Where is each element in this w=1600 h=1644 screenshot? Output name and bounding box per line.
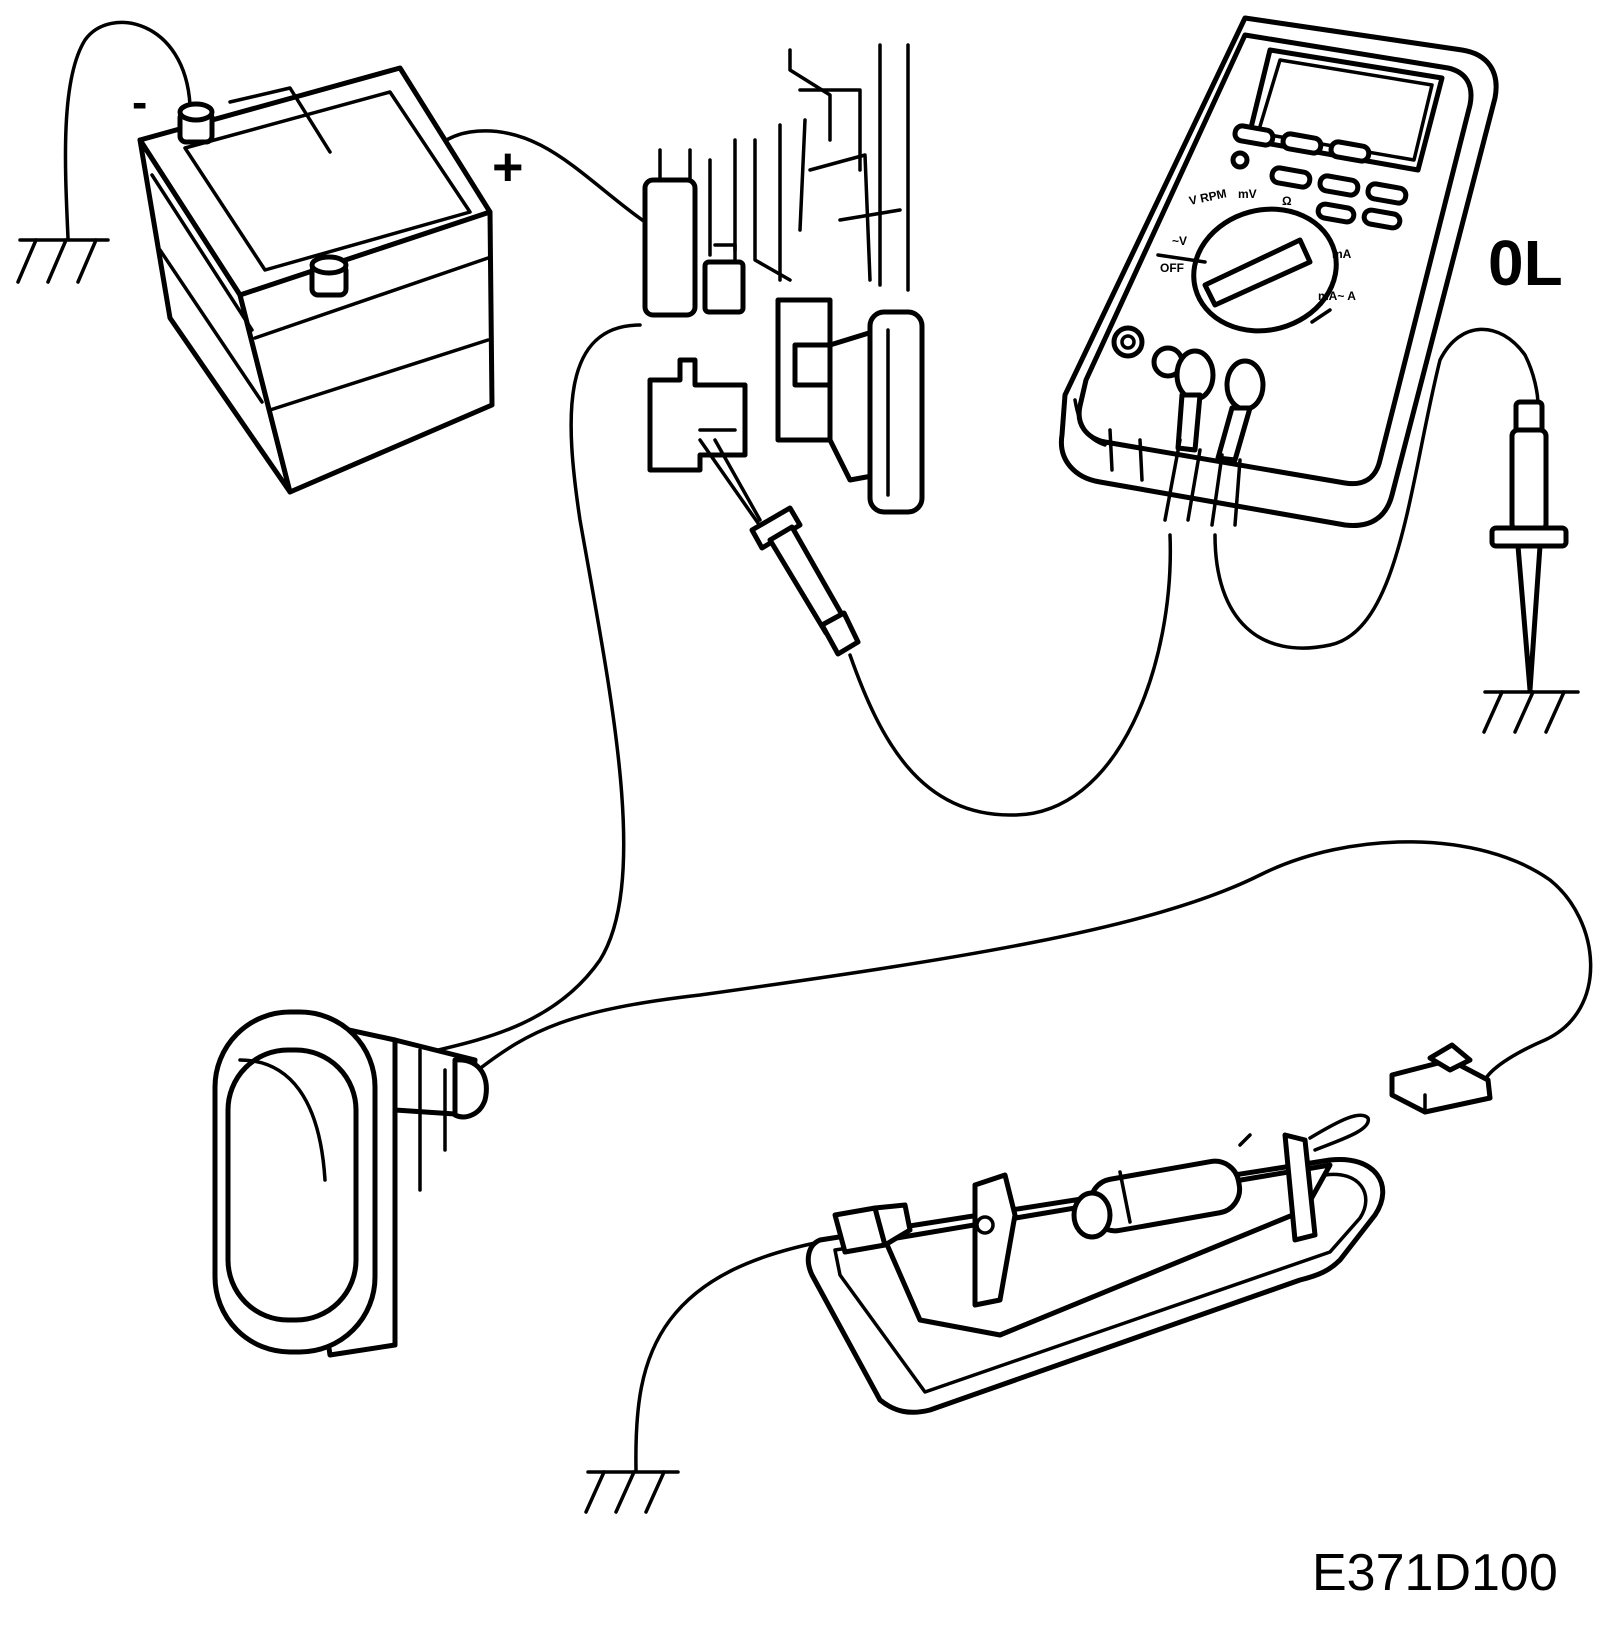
ground-symbol-lamp <box>584 1470 680 1514</box>
dial-mark-mv: mV <box>1238 187 1257 201</box>
figure-code: E371D100 <box>1312 1544 1558 1602</box>
test-probe-icon <box>698 438 861 657</box>
wire-probe-to-multimeter <box>848 533 1173 817</box>
dial-mark-ma-dc: mA <box>1332 247 1352 261</box>
ground-symbol-battery <box>16 238 110 284</box>
battery-positive-label: + <box>492 137 524 197</box>
dial-mark-ac-v: ~V <box>1172 234 1187 248</box>
battery-icon <box>137 65 495 495</box>
ground-probe-icon <box>1489 399 1569 693</box>
wire-battery-neg-to-ground <box>63 20 192 240</box>
fuse-box-icon <box>642 43 925 515</box>
meter-reading: 0L <box>1488 227 1563 299</box>
door-switch-icon <box>212 1009 489 1358</box>
dial-mark-ohm: Ω <box>1282 194 1292 208</box>
wire-door-switch-to-lamp-connector <box>476 840 1593 1082</box>
wire-fusebox-to-door-switch <box>428 323 642 1054</box>
wire-multimeter-to-ground-probe <box>1213 327 1540 650</box>
dial-mark-ma-ac: mA~ A <box>1318 289 1356 303</box>
multimeter-icon: V RPM mV Ω ~V OFF mA mA~ A <box>1058 15 1499 529</box>
battery-negative-label: - <box>132 76 147 128</box>
courtesy-lamp-icon <box>805 1113 1386 1415</box>
dial-mark-off: OFF <box>1160 261 1184 275</box>
wire-lamp-to-ground <box>634 1238 832 1472</box>
ground-symbol-probe <box>1482 690 1580 734</box>
lamp-connector-icon <box>1389 1042 1493 1115</box>
